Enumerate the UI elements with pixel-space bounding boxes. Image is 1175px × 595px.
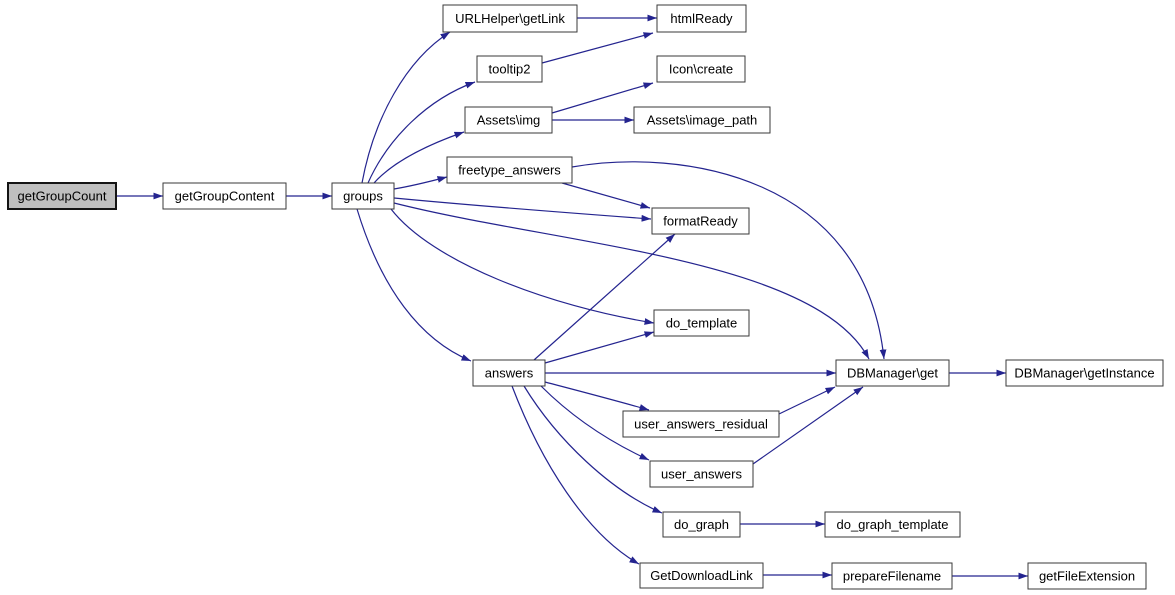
edge-groups-do_template — [390, 208, 655, 325]
node-box[interactable] — [472, 359, 546, 387]
edge-groups-freetype_answers — [393, 176, 448, 190]
node-label: Assets\image_path — [647, 113, 758, 128]
edge-answers-do_graph — [523, 385, 663, 514]
node-prepareFilename[interactable]: prepareFilename — [831, 562, 953, 590]
node-box[interactable] — [824, 511, 961, 538]
node-box[interactable] — [656, 4, 747, 33]
node-box[interactable] — [639, 562, 764, 589]
node-getGroupCount: getGroupCount — [7, 182, 117, 210]
node-label: answers — [485, 366, 534, 381]
node-user_answers[interactable]: user_answers — [649, 460, 754, 488]
node-label: Icon\create — [669, 62, 733, 77]
edge-answers-do_template — [544, 331, 655, 364]
edge-user_answers-DBManager_get — [752, 386, 864, 465]
node-Assets_img[interactable]: Assets\img — [464, 106, 553, 134]
node-label: user_answers — [661, 467, 742, 482]
edge-Assets_img-Icon_create — [551, 82, 654, 114]
node-label: tooltip2 — [489, 62, 531, 77]
node-getFileExtension[interactable]: getFileExtension — [1027, 562, 1147, 590]
node-box[interactable] — [662, 511, 741, 538]
node-label: groups — [343, 189, 383, 204]
node-box[interactable] — [331, 182, 395, 210]
edge-tooltip2-htmlReady — [541, 32, 654, 64]
node-label: URLHelper\getLink — [455, 11, 565, 26]
node-box[interactable] — [651, 207, 750, 235]
edge-answers-formatReady — [533, 233, 676, 361]
node-box — [7, 182, 117, 210]
node-do_template[interactable]: do_template — [653, 309, 750, 337]
edge-groups-DBManager_get — [393, 202, 870, 360]
edge-freetype_answers-formatReady — [561, 182, 651, 209]
node-do_graph[interactable]: do_graph — [662, 511, 741, 538]
node-freetype_answers[interactable]: freetype_answers — [446, 156, 573, 184]
edge-answers-user_answers_residual — [544, 381, 650, 411]
node-box[interactable] — [622, 410, 780, 438]
node-label: GetDownloadLink — [650, 568, 753, 583]
node-label: getFileExtension — [1039, 569, 1135, 584]
node-label: Assets\img — [477, 113, 541, 128]
node-htmlReady[interactable]: htmlReady — [656, 4, 747, 33]
node-user_answers_residual[interactable]: user_answers_residual — [622, 410, 780, 438]
node-label: DBManager\getInstance — [1014, 366, 1154, 381]
node-box[interactable] — [653, 309, 750, 337]
node-GetDownloadLink[interactable]: GetDownloadLink — [639, 562, 764, 589]
node-label: formatReady — [663, 214, 738, 229]
node-label: do_graph — [674, 517, 729, 532]
node-box[interactable] — [1027, 562, 1147, 590]
edge-answers-user_answers — [540, 385, 650, 461]
node-label: htmlReady — [670, 11, 733, 26]
node-formatReady[interactable]: formatReady — [651, 207, 750, 235]
node-box[interactable] — [442, 4, 578, 33]
node-box[interactable] — [633, 106, 771, 134]
node-do_graph_template[interactable]: do_graph_template — [824, 511, 961, 538]
node-box[interactable] — [649, 460, 754, 488]
node-box[interactable] — [835, 359, 950, 387]
edge-user_answers_residual-DBManager_get — [778, 386, 836, 415]
node-label: freetype_answers — [458, 163, 561, 178]
edge-groups-tooltip2 — [367, 81, 476, 184]
node-label: getGroupCount — [18, 189, 107, 204]
edge-groups-URLHelper_getLink — [361, 31, 451, 184]
edge-groups-answers — [356, 208, 472, 362]
edge-groups-Assets_img — [373, 131, 465, 184]
node-label: do_template — [666, 316, 738, 331]
node-groups[interactable]: groups — [331, 182, 395, 210]
edge-answers-GetDownloadLink — [511, 385, 640, 565]
node-label: DBManager\get — [847, 366, 938, 381]
edges-layer — [116, 14, 1028, 580]
node-getGroupContent[interactable]: getGroupContent — [162, 182, 287, 210]
nodes-layer: getGroupCount getGroupContent groups URLHel… — [7, 4, 1164, 590]
edge-freetype_answers-DBManager_get — [571, 161, 887, 360]
node-Icon_create[interactable]: Icon\create — [656, 55, 746, 83]
edge-groups-formatReady — [393, 197, 652, 222]
node-label: prepareFilename — [843, 569, 941, 584]
node-box[interactable] — [464, 106, 553, 134]
node-DBManager_get[interactable]: DBManager\get — [835, 359, 950, 387]
node-label: user_answers_residual — [634, 417, 768, 432]
node-box[interactable] — [162, 182, 287, 210]
node-DBManager_getInstance[interactable]: DBManager\getInstance — [1005, 359, 1164, 387]
node-box[interactable] — [656, 55, 746, 83]
node-label: do_graph_template — [836, 517, 948, 532]
node-answers[interactable]: answers — [472, 359, 546, 387]
node-box[interactable] — [831, 562, 953, 590]
node-Assets_image_path[interactable]: Assets\image_path — [633, 106, 771, 134]
node-box[interactable] — [476, 55, 543, 83]
node-URLHelper_getLink[interactable]: URLHelper\getLink — [442, 4, 578, 33]
node-label: getGroupContent — [175, 189, 275, 204]
node-tooltip2[interactable]: tooltip2 — [476, 55, 543, 83]
node-box[interactable] — [1005, 359, 1164, 387]
node-box[interactable] — [446, 156, 573, 184]
